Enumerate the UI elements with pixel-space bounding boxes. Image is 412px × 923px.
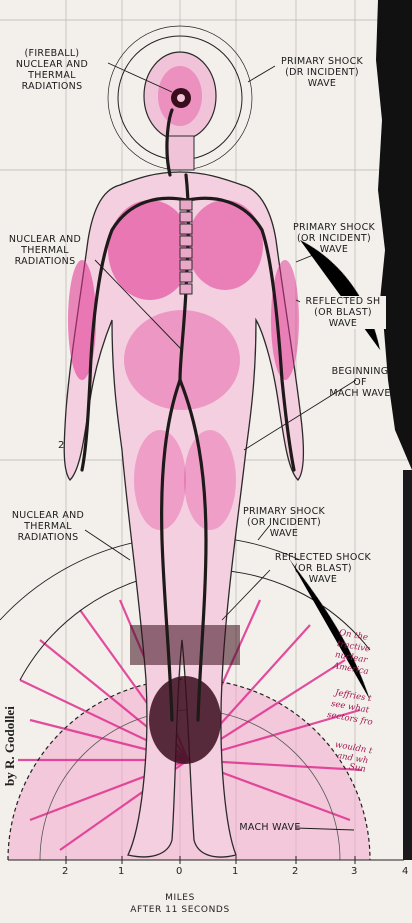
label-fireball: (FIREBALL) NUCLEAR AND THERMAL RADIATION… [4, 48, 100, 92]
label-nuclear-mid: NUCLEAR AND THERMAL RADIATIONS [0, 234, 90, 267]
label-primary-shock-mid: PRIMARY SHOCK (OR INCIDENT) WAVE [286, 222, 382, 255]
tick-1-left: 1 [118, 866, 124, 877]
label-primary-shock-top: PRIMARY SHOCK (DR INCIDENT) WAVE [270, 56, 374, 89]
axis-caption-miles: MILES [130, 893, 230, 904]
tick-1-right: 1 [232, 866, 238, 877]
label-beginning-mach: BEGINNING OF MACH WAVE [320, 366, 400, 399]
label-reflected-low: REFLECTED SHOCK (OR BLAST) WAVE [268, 552, 378, 585]
label-primary-shock-low: PRIMARY SHOCK (OR INCIDENT) WAVE [236, 506, 332, 539]
tick-3: 3 [351, 866, 357, 877]
tick-4: 4 [402, 866, 408, 877]
artist-credit: by R. Godollei [2, 706, 18, 786]
tick-2-left: 2 [62, 866, 68, 877]
label-mach-wave: MACH WAVE [238, 822, 302, 833]
tick-left-2: 2 [58, 440, 64, 451]
tick-0: 0 [176, 866, 182, 877]
axis-caption-time: AFTER 11 SECONDS [110, 905, 250, 916]
tick-2-right: 2 [292, 866, 298, 877]
label-reflected-mid: REFLECTED SH (OR BLAST) WAVE [300, 296, 386, 329]
label-nuclear-low: NUCLEAR AND THERMAL RADIATIONS [6, 510, 90, 543]
dark-photo-strip [403, 470, 412, 860]
